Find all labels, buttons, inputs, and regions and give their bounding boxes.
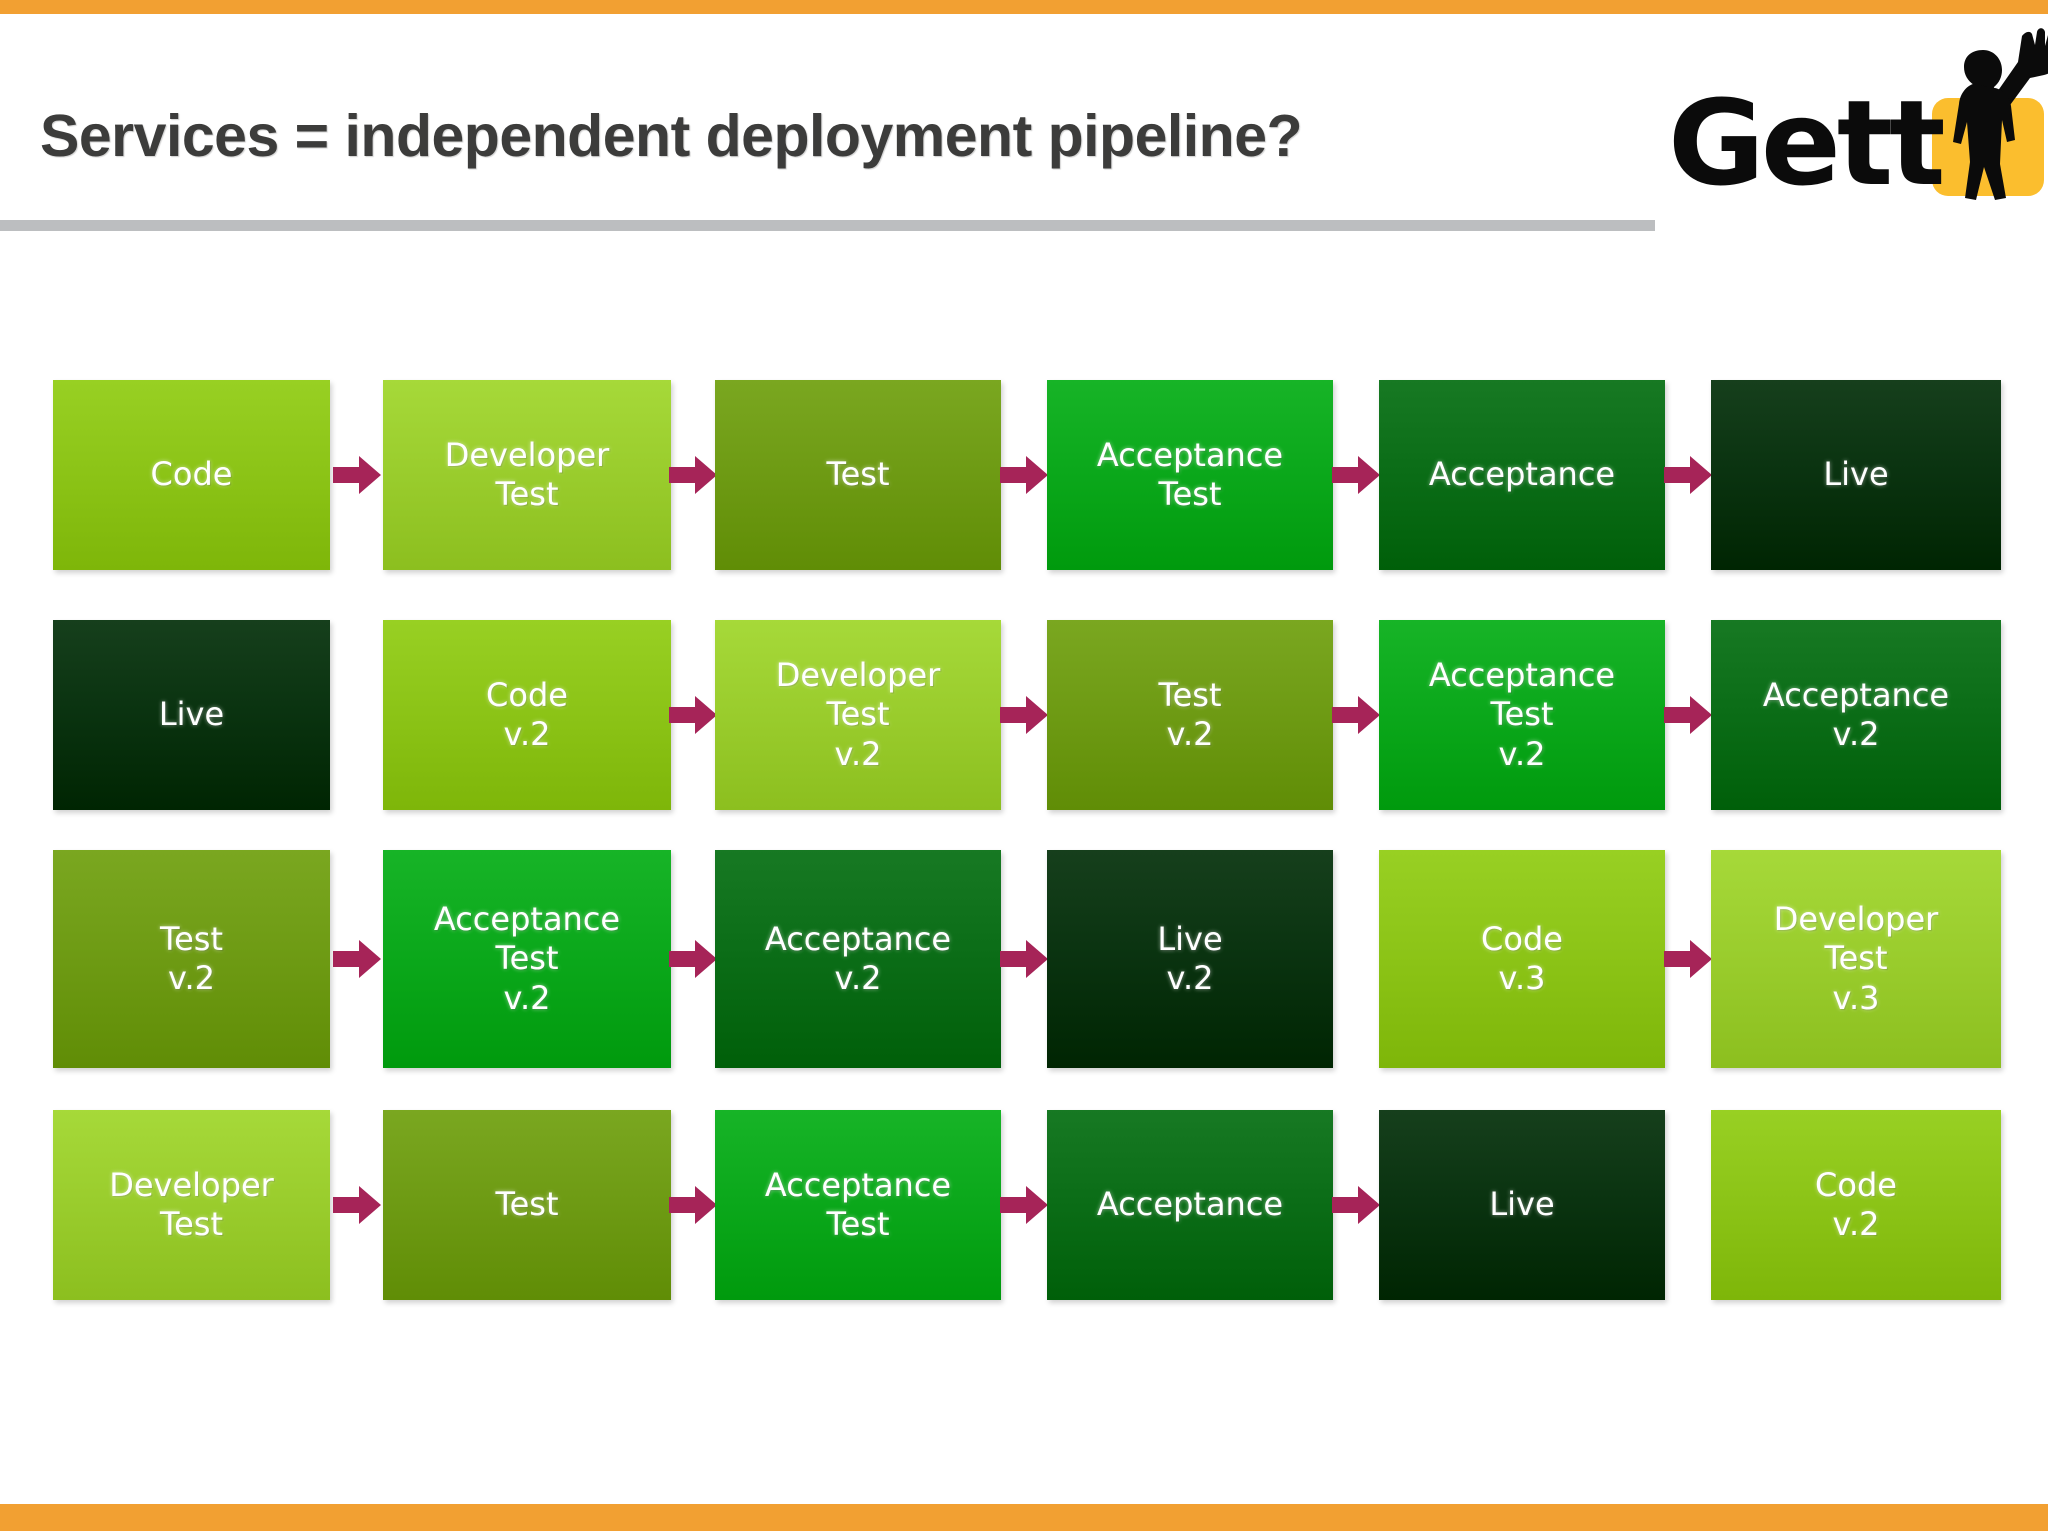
flow-arrow-icon xyxy=(667,1182,719,1228)
pipeline-stage-label: Live xyxy=(158,695,225,734)
pipeline-stage-box: Test xyxy=(383,1110,671,1300)
pipeline-stage-box: Acceptance xyxy=(1379,380,1665,570)
flow-arrow-icon xyxy=(998,936,1050,982)
pipeline-stage-label: Live xyxy=(1489,1185,1555,1224)
top-accent-bar xyxy=(0,0,2048,14)
pipeline-stage-box: Test xyxy=(715,380,1001,570)
slide-header: Services = independent deployment pipeli… xyxy=(0,14,2048,231)
flow-arrow-icon xyxy=(331,1182,383,1228)
title-underline-rule xyxy=(0,220,1655,231)
pipeline-stage-label: Test xyxy=(826,455,890,494)
pipeline-stage-label: Code xyxy=(150,455,233,494)
flow-arrow-icon xyxy=(667,936,719,982)
flow-arrow-icon xyxy=(331,936,383,982)
flow-arrow-icon xyxy=(331,452,383,498)
gett-logo: Gett xyxy=(1668,28,2048,202)
bottom-accent-bar xyxy=(0,1504,2048,1531)
flow-arrow-icon xyxy=(667,692,719,738)
flow-arrow-icon xyxy=(1330,452,1382,498)
pipeline-stage-box: Code xyxy=(53,380,330,570)
pipeline-stage-box: Live xyxy=(1711,380,2001,570)
pipeline-stage-label: Acceptance xyxy=(1428,455,1616,494)
flow-arrow-icon xyxy=(1330,692,1382,738)
pipeline-stage-box: Live xyxy=(1379,1110,1665,1300)
flow-arrow-icon xyxy=(1662,692,1714,738)
page-title: Services = independent deployment pipeli… xyxy=(40,103,1303,169)
logo-wordmark: Gett xyxy=(1668,74,1946,212)
pipeline-stage-label: Test xyxy=(495,1185,559,1224)
flow-arrow-icon xyxy=(998,452,1050,498)
pipeline-stage-box: Live xyxy=(53,620,330,810)
pipeline-stage-box: Acceptance xyxy=(1047,1110,1333,1300)
flow-arrow-icon xyxy=(1330,1182,1382,1228)
pipeline-stage-label: Acceptance xyxy=(1096,1185,1284,1224)
pipeline-stage-label: Live xyxy=(1823,455,1889,494)
flow-arrow-icon xyxy=(998,1182,1050,1228)
flow-arrow-icon xyxy=(998,692,1050,738)
flow-arrow-icon xyxy=(1662,452,1714,498)
person-raised-arm-silhouette-icon xyxy=(1953,28,2048,200)
flow-arrow-icon xyxy=(1662,936,1714,982)
flow-arrow-icon xyxy=(667,452,719,498)
